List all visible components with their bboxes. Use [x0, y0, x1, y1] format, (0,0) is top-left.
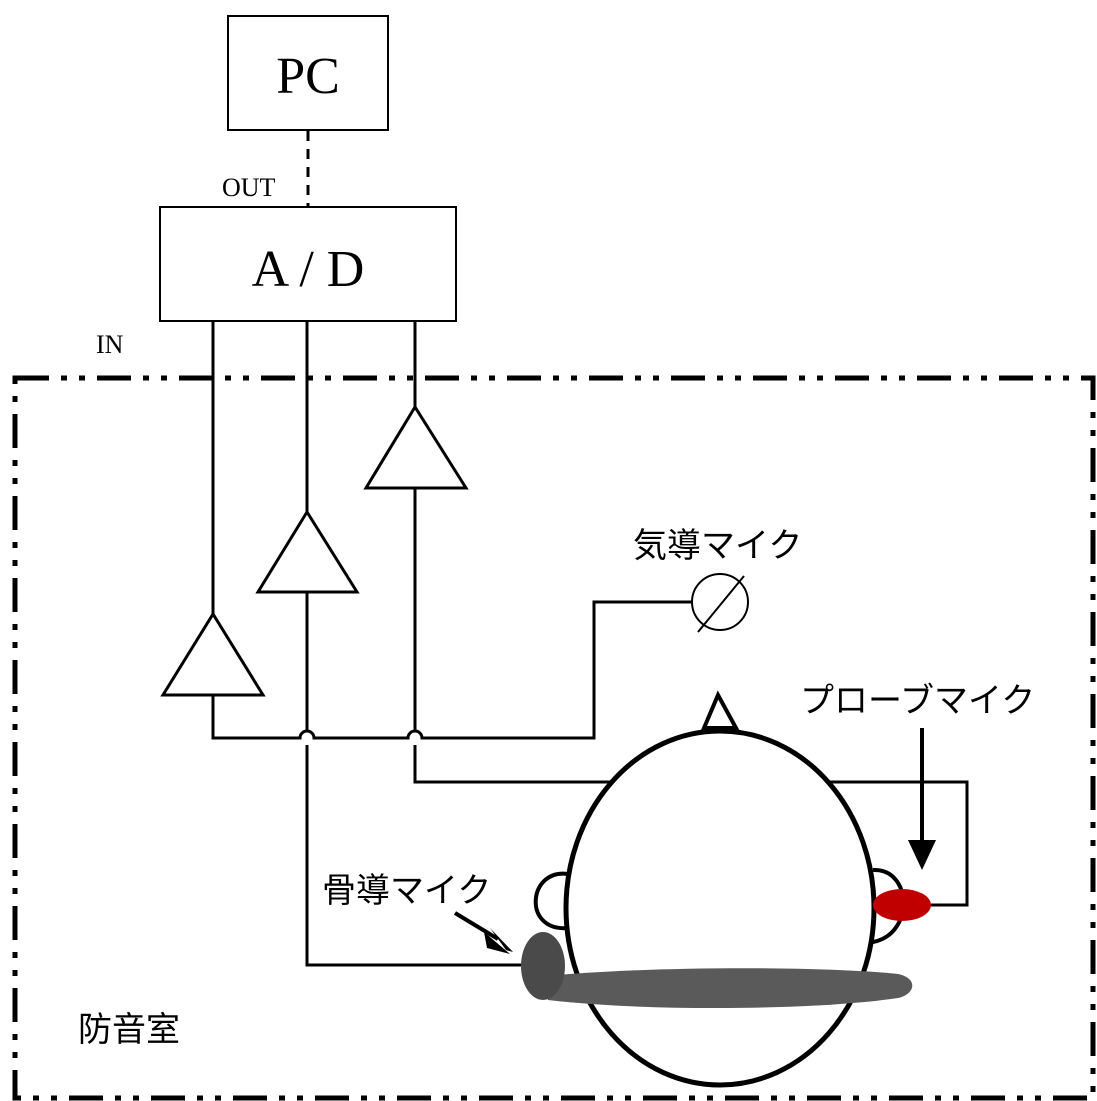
ad-label: A / D [252, 241, 365, 298]
soundproof-room-boundary [12, 375, 1096, 1101]
air-mic-icon [691, 573, 749, 633]
ad-converter-box [159, 206, 457, 322]
head-icon [533, 690, 906, 1088]
probe-mic-arrow [908, 728, 936, 870]
room-label: 防音室 [78, 1010, 180, 1050]
bone-mic-wire [305, 592, 523, 967]
nose-icon [700, 690, 740, 730]
head-outline [563, 728, 877, 1088]
pc-box [227, 15, 389, 131]
bone-mic-label: 骨導マイク [322, 871, 491, 911]
probe-mic-wire [413, 488, 969, 907]
in-label: IN [96, 330, 124, 359]
pc-label: PC [276, 48, 340, 105]
bone-mic-arrow [453, 911, 513, 954]
probe-mic-label: プローブマイク [800, 681, 1035, 721]
amplifier-1 [160, 611, 266, 697]
air-mic-label: 気導マイク [633, 526, 802, 566]
out-label: OUT [222, 173, 276, 202]
air-mic-wire [211, 600, 692, 740]
probe-mic-icon [873, 889, 931, 921]
bone-mic-icon [521, 932, 565, 1000]
amplifier-3 [363, 404, 469, 490]
headband-icon [548, 968, 913, 1009]
amplifier-2 [255, 509, 360, 594]
left-ear-icon [533, 871, 569, 931]
